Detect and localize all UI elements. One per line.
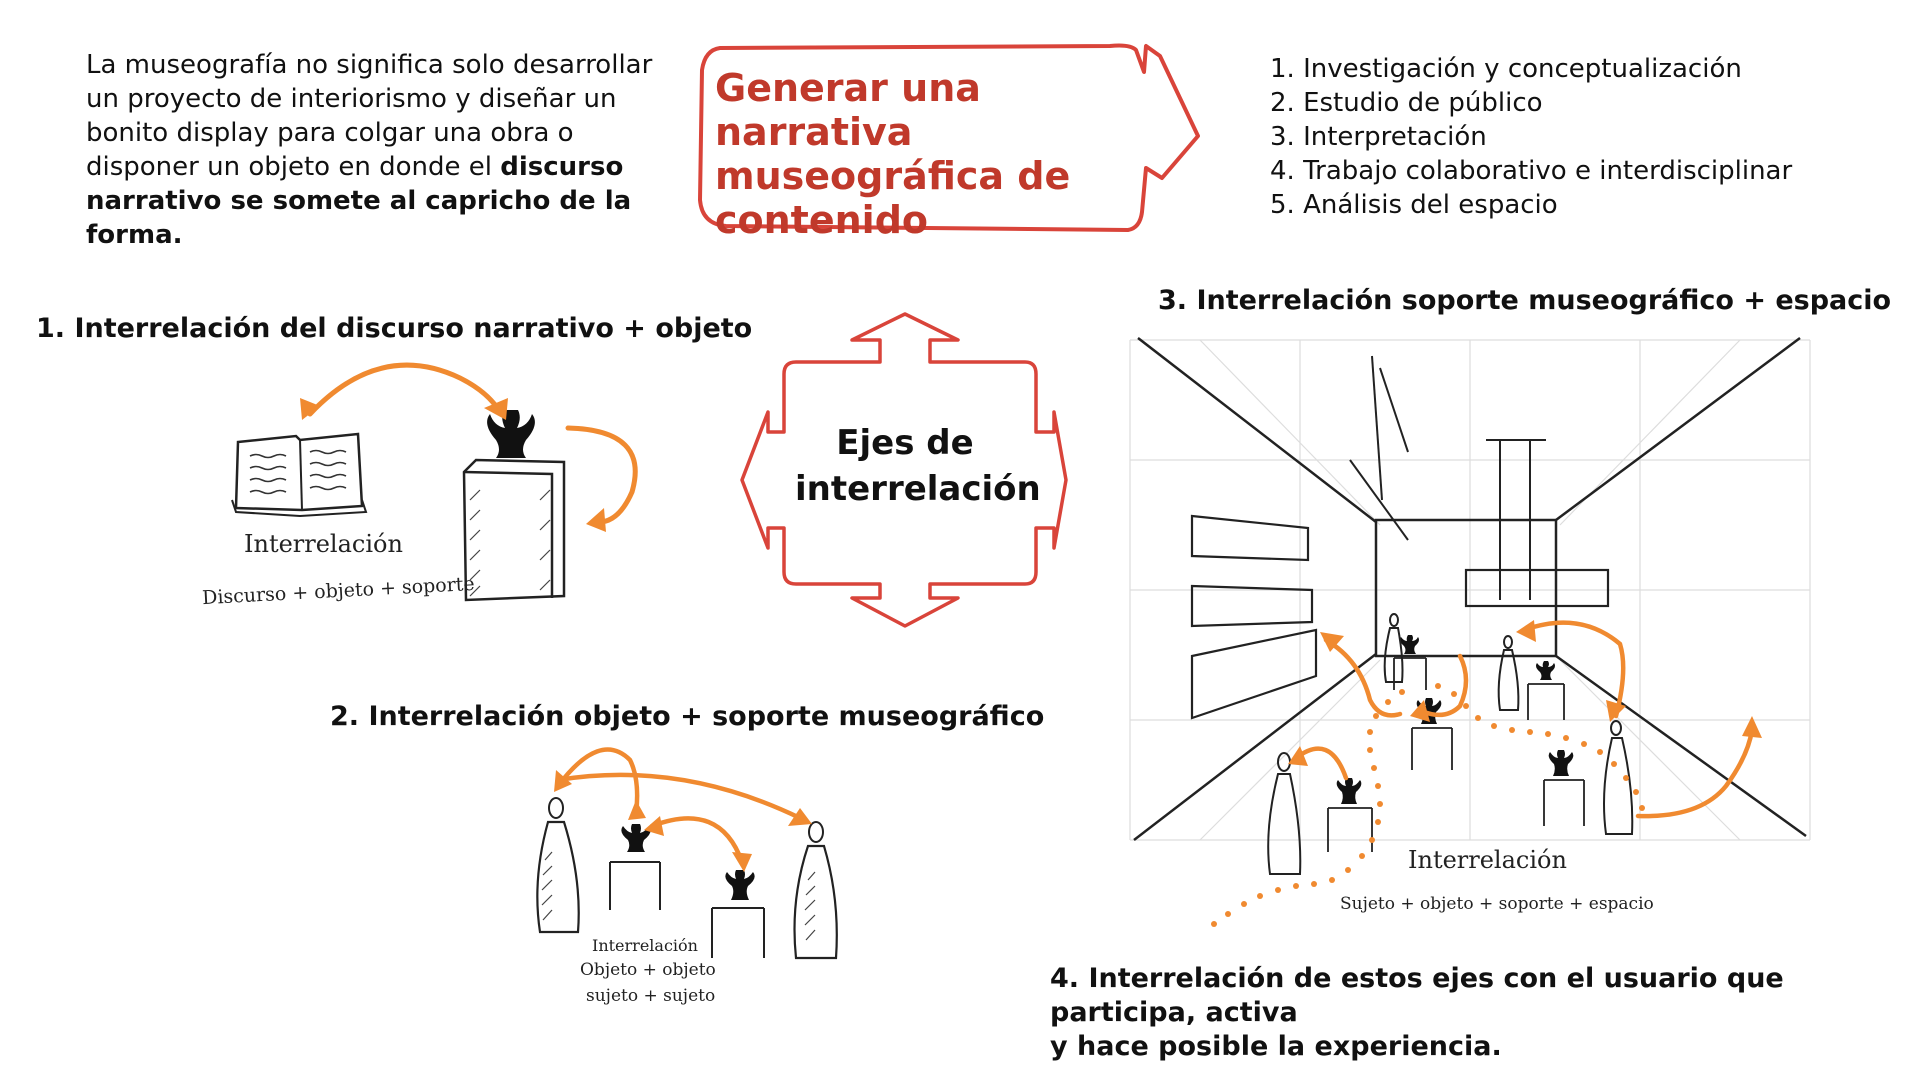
sketch-book-object bbox=[231, 362, 638, 602]
sketch-2-label: Interrelación bbox=[592, 936, 698, 955]
intro-text: La museografía no significa solo desarro… bbox=[86, 50, 653, 182]
step-item: 4. Trabajo colaborativo e interdisciplin… bbox=[1270, 156, 1793, 186]
figure-right-icon bbox=[793, 844, 838, 960]
sketch-3-label: Interrelación bbox=[1408, 846, 1567, 874]
axis-4-heading: 4. Interrelación de estos ejes con el us… bbox=[1050, 962, 1920, 1064]
arrow-subject-object bbox=[555, 747, 640, 817]
arrow-book-vase bbox=[307, 362, 503, 417]
arrow-subject-subject bbox=[555, 772, 803, 821]
axis-2-heading: 2. Interrelación objeto + soporte museog… bbox=[330, 701, 1045, 732]
steps-list: 1. Investigación y conceptualización 2. … bbox=[1270, 52, 1792, 222]
wall-panels bbox=[1190, 514, 1610, 720]
arrow-vase-pedestal bbox=[565, 425, 638, 525]
arrow-object-object bbox=[649, 816, 745, 865]
sketch-room-perspective bbox=[1129, 336, 1811, 927]
axis-4-line-2: y hace posible la experiencia. bbox=[1050, 1031, 1502, 1062]
room-lines bbox=[1133, 336, 1807, 841]
sketch-2-line-1: Objeto + objeto bbox=[580, 960, 716, 980]
room-arrows bbox=[1293, 620, 1755, 819]
banner-line-1: Generar una narrativa bbox=[715, 66, 981, 154]
banner-title: Generar una narrativa museográfica de co… bbox=[715, 66, 1135, 242]
sketch-3-caption: Sujeto + objeto + soporte + espacio bbox=[1340, 894, 1654, 914]
step-item: 1. Investigación y conceptualización bbox=[1270, 54, 1742, 84]
pedestal-hatch bbox=[469, 489, 551, 597]
visitor-path-dots bbox=[1211, 683, 1645, 927]
banner-line-2: museográfica de bbox=[715, 154, 1071, 198]
room-figures bbox=[1267, 613, 1634, 875]
book-lines bbox=[249, 449, 347, 495]
vase-small-icon bbox=[621, 824, 651, 852]
center-line-1: Ejes de bbox=[836, 423, 974, 463]
step-item: 2. Estudio de público bbox=[1270, 88, 1543, 118]
center-cross-outline bbox=[740, 312, 1068, 628]
intro-bold-text: discurso narrativo se somete al capricho… bbox=[86, 152, 632, 250]
vase-icon bbox=[487, 410, 535, 458]
pedestal-icon bbox=[462, 458, 566, 602]
ceiling-fixtures bbox=[1349, 355, 1546, 600]
sketch-objects-subjects bbox=[536, 747, 838, 960]
sketch-1-label: Interrelación bbox=[244, 530, 403, 558]
center-line-2: interrelación bbox=[795, 469, 1041, 509]
room-pedestals bbox=[1327, 635, 1585, 852]
pedestal-tall-icon bbox=[711, 907, 765, 958]
book-icon bbox=[234, 432, 364, 512]
step-item: 5. Análisis del espacio bbox=[1270, 190, 1558, 220]
axis-3-heading: 3. Interrelación soporte museográfico + … bbox=[1158, 285, 1892, 316]
axis-1-heading: 1. Interrelación del discurso narrativo … bbox=[36, 313, 753, 344]
banner-arrow-outline bbox=[698, 43, 1200, 232]
room-grid bbox=[1129, 339, 1811, 841]
banner-line-3: contenido bbox=[715, 198, 929, 242]
sketch-2-line-2: sujeto + sujeto bbox=[586, 986, 716, 1006]
vase-tall-icon bbox=[725, 870, 755, 900]
axis-4-line-1: 4. Interrelación de estos ejes con el us… bbox=[1050, 963, 1784, 1028]
step-item: 3. Interpretación bbox=[1270, 122, 1487, 152]
pedestal-small-icon bbox=[609, 861, 661, 910]
figure-left-icon bbox=[536, 820, 580, 934]
intro-paragraph: La museografía no significa solo desarro… bbox=[86, 48, 686, 252]
center-label: Ejes de interrelación bbox=[795, 420, 1041, 512]
